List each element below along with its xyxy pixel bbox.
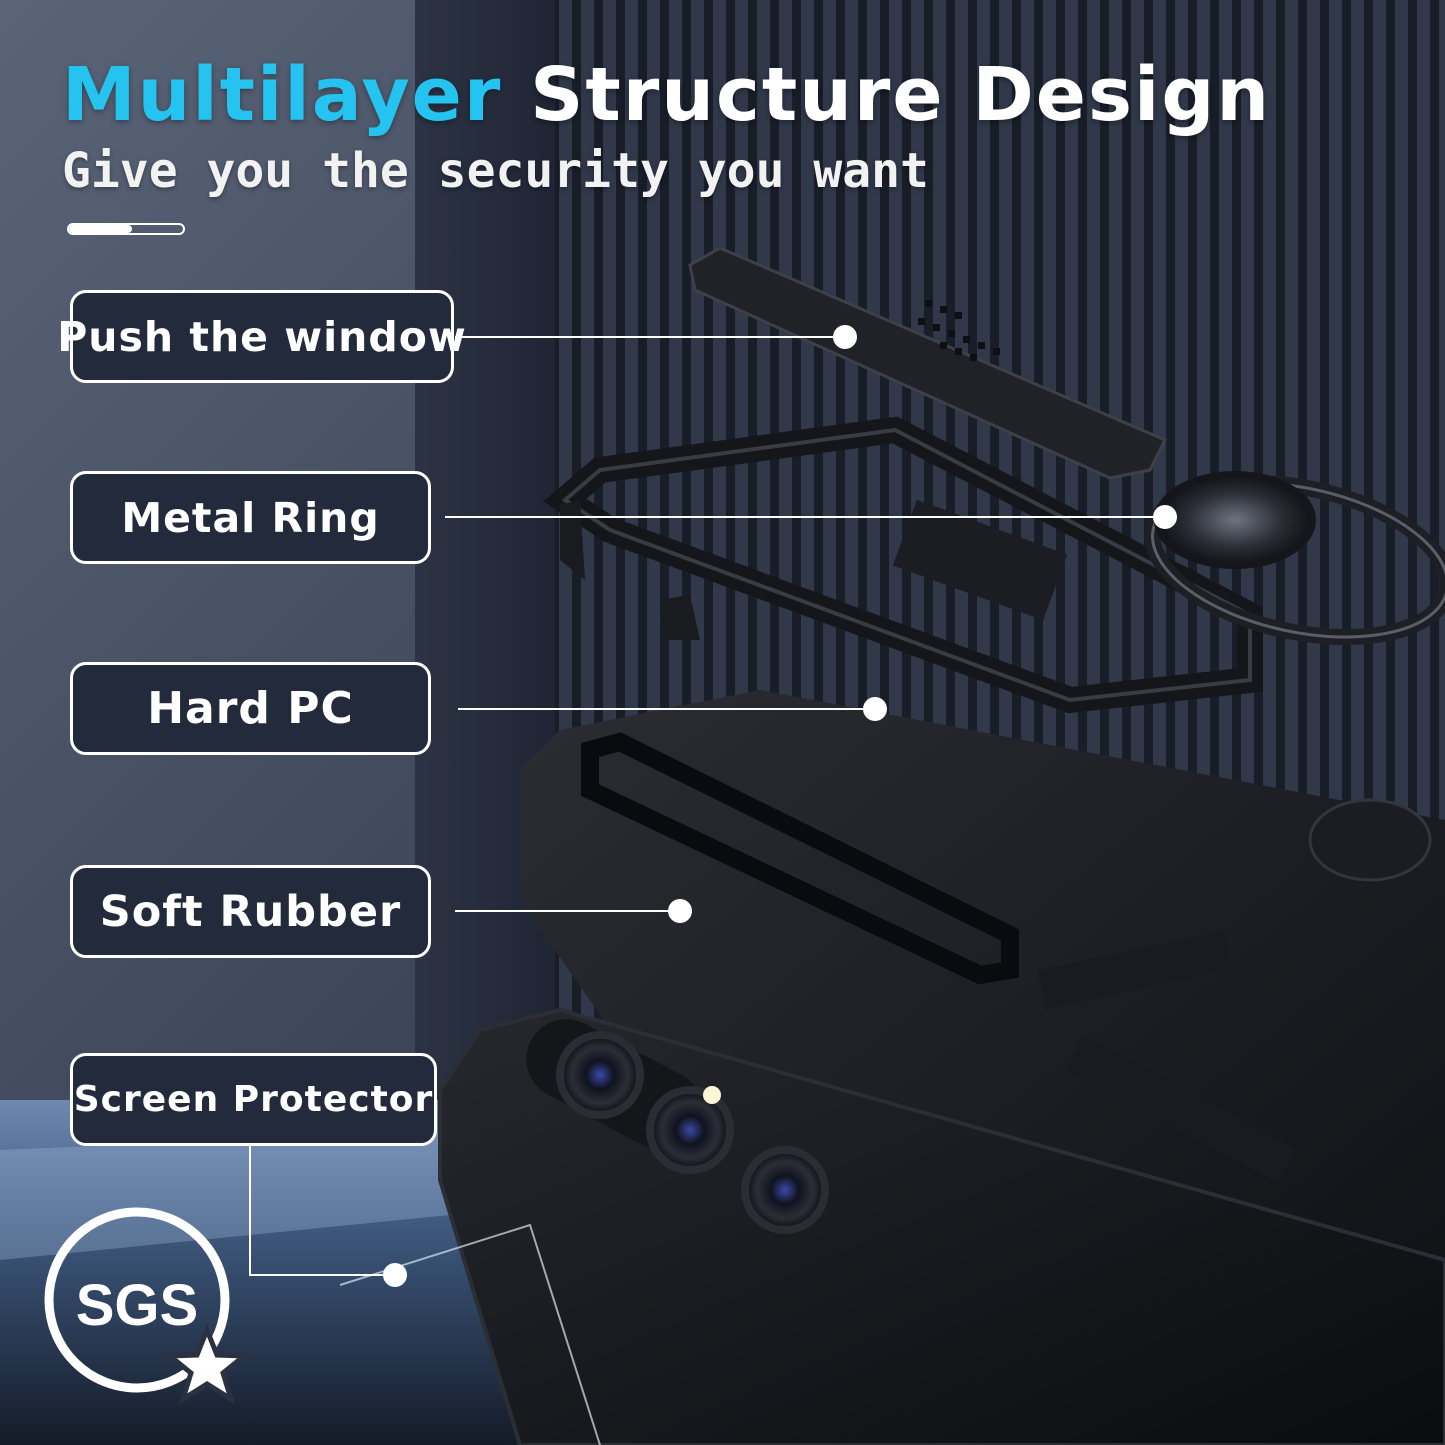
headline-accent: Multilayer xyxy=(62,52,503,138)
callout-dot-rubber xyxy=(668,899,692,923)
callout-lines xyxy=(249,336,1165,1276)
sgs-badge-text: SGS xyxy=(75,1273,199,1338)
label-hard-pc: Hard PC xyxy=(70,662,431,755)
callout-dot-protector xyxy=(383,1263,407,1287)
progress-indicator-fill xyxy=(69,225,132,233)
camera-lens-1 xyxy=(556,1031,644,1119)
callout-line-protector xyxy=(249,1145,395,1276)
label-soft-rubber: Soft Rubber xyxy=(70,865,431,958)
label-push-window-text: Push the window xyxy=(57,312,467,361)
window-slide-part xyxy=(688,246,1168,480)
hard-pc-frame-part xyxy=(543,416,1263,714)
label-screen-protector: Screen Protector xyxy=(70,1053,437,1146)
phone-part xyxy=(438,1007,1445,1445)
callout-dot-window xyxy=(833,325,857,349)
label-metal-ring-text: Metal Ring xyxy=(121,493,380,542)
camera-lens-2 xyxy=(646,1086,734,1174)
headline: Multilayer Structure Design xyxy=(62,52,1271,138)
label-soft-rubber-text: Soft Rubber xyxy=(99,886,402,937)
sgs-badge xyxy=(44,1207,251,1405)
camera-lens-3 xyxy=(741,1146,829,1234)
label-hard-pc-text: Hard PC xyxy=(147,683,354,734)
label-push-window: Push the window xyxy=(57,290,466,383)
headline-rest: Structure Design xyxy=(530,52,1272,138)
callout-dot-ring xyxy=(1153,505,1177,529)
subheadline: Give you the security you want xyxy=(62,143,929,199)
label-screen-protector-text: Screen Protector xyxy=(73,1079,434,1120)
camera-flash xyxy=(703,1086,721,1104)
progress-indicator xyxy=(67,223,185,235)
star-icon xyxy=(163,1323,251,1405)
screen-protector-glass xyxy=(339,1223,601,1445)
label-metal-ring: Metal Ring xyxy=(70,471,431,564)
callout-dots xyxy=(383,325,1177,1287)
callout-dot-pc xyxy=(863,697,887,721)
